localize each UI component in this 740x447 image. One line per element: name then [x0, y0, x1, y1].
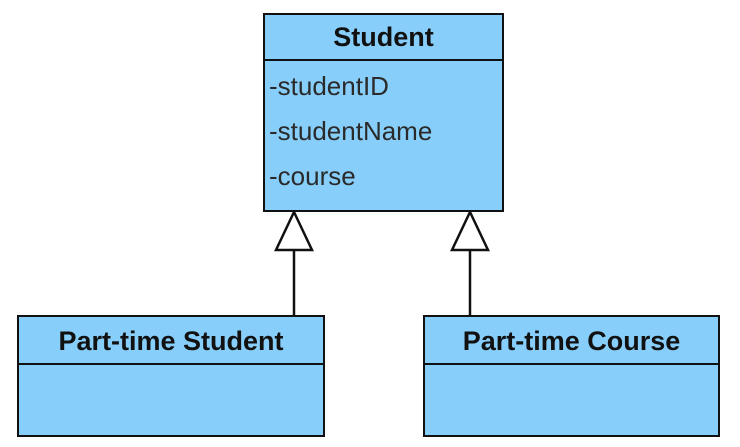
attribute-student-id: -studentID [269, 71, 389, 101]
class-name-part-time-course: Part-time Course [425, 317, 718, 365]
class-name-student: Student [265, 15, 502, 61]
class-part-time-student[interactable]: Part-time Student [17, 315, 325, 437]
generalization-arrowhead-part-time-course [450, 209, 490, 252]
attribute-student-name: -studentName [269, 116, 433, 146]
attribute-list-part-time-course [425, 365, 718, 375]
class-part-time-course[interactable]: Part-time Course [423, 315, 720, 437]
attribute-course: -course [269, 161, 356, 191]
attribute-list-part-time-student [19, 365, 323, 375]
attribute-list-student: -studentID -studentName -course [265, 61, 502, 199]
class-name-part-time-student: Part-time Student [19, 317, 323, 365]
class-student[interactable]: Student -studentID -studentName -course [263, 13, 504, 212]
generalization-arrowhead-part-time-student [274, 209, 314, 252]
